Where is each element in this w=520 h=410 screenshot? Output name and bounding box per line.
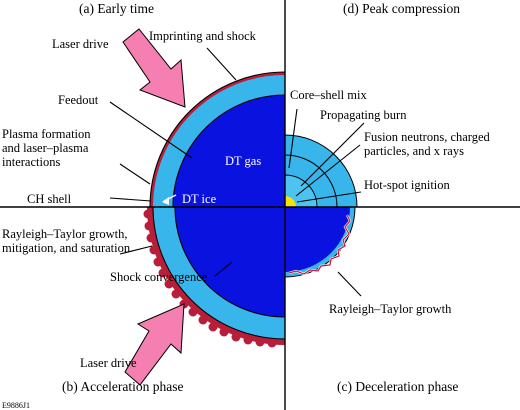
- hot-spot: [285, 196, 296, 207]
- label-fusion-products-2: particles, and x rays: [364, 144, 464, 158]
- compressed-core: [285, 207, 350, 272]
- label-fusion-products-1: Fusion neutrons, charged: [364, 130, 491, 144]
- label-imprinting-and-shock: Imprinting and shock: [149, 29, 257, 43]
- label-propagating-burn: Propagating burn: [320, 108, 407, 122]
- label-shock-convergence: Shock convergence: [110, 270, 208, 284]
- dt-gas-region-b: [175, 207, 285, 317]
- label-core-shell-mix: Core–shell mix: [290, 88, 367, 102]
- label-dt-gas: DT gas: [225, 154, 261, 168]
- label-plasma-formation-1: Plasma formation: [2, 127, 91, 141]
- label-hot-spot-ignition: Hot-spot ignition: [364, 178, 451, 192]
- rt-bumps: [143, 209, 277, 348]
- title-acceleration-phase: (b) Acceleration phase: [62, 379, 183, 394]
- label-feedout: Feedout: [58, 93, 99, 107]
- leader-lines: [109, 47, 365, 297]
- quadrant-peak-compression: [284, 134, 358, 208]
- quadrant-early-time: [149, 71, 286, 208]
- laser-drive-arrow-bottom: [124, 303, 185, 386]
- label-plasma-formation-2: and laser–plasma: [2, 141, 89, 155]
- label-laser-drive-bottom: Laser drive: [80, 356, 137, 370]
- title-deceleration-phase: (c) Deceleration phase: [337, 379, 458, 394]
- label-rt-growth-mitigation-2: mitigation, and saturation: [2, 241, 131, 255]
- label-rayleigh-taylor-growth: Rayleigh–Taylor growth: [329, 302, 452, 316]
- figure-code: E9886J1: [2, 401, 30, 410]
- label-laser-drive-top: Laser drive: [52, 37, 109, 51]
- burn-front: [284, 154, 338, 208]
- title-peak-compression: (d) Peak compression: [343, 1, 460, 16]
- title-early-time: (a) Early time: [79, 1, 154, 16]
- label-plasma-formation-3: interactions: [2, 155, 60, 169]
- label-dt-ice: DT ice: [182, 192, 217, 206]
- quadrant-deceleration-phase: [284, 206, 356, 278]
- laser-drive-arrow-top: [122, 28, 186, 108]
- dt-gas-region: [173, 95, 285, 207]
- label-ch-shell: CH shell: [27, 192, 72, 206]
- label-rt-growth-mitigation-1: Rayleigh–Taylor growth,: [2, 227, 128, 241]
